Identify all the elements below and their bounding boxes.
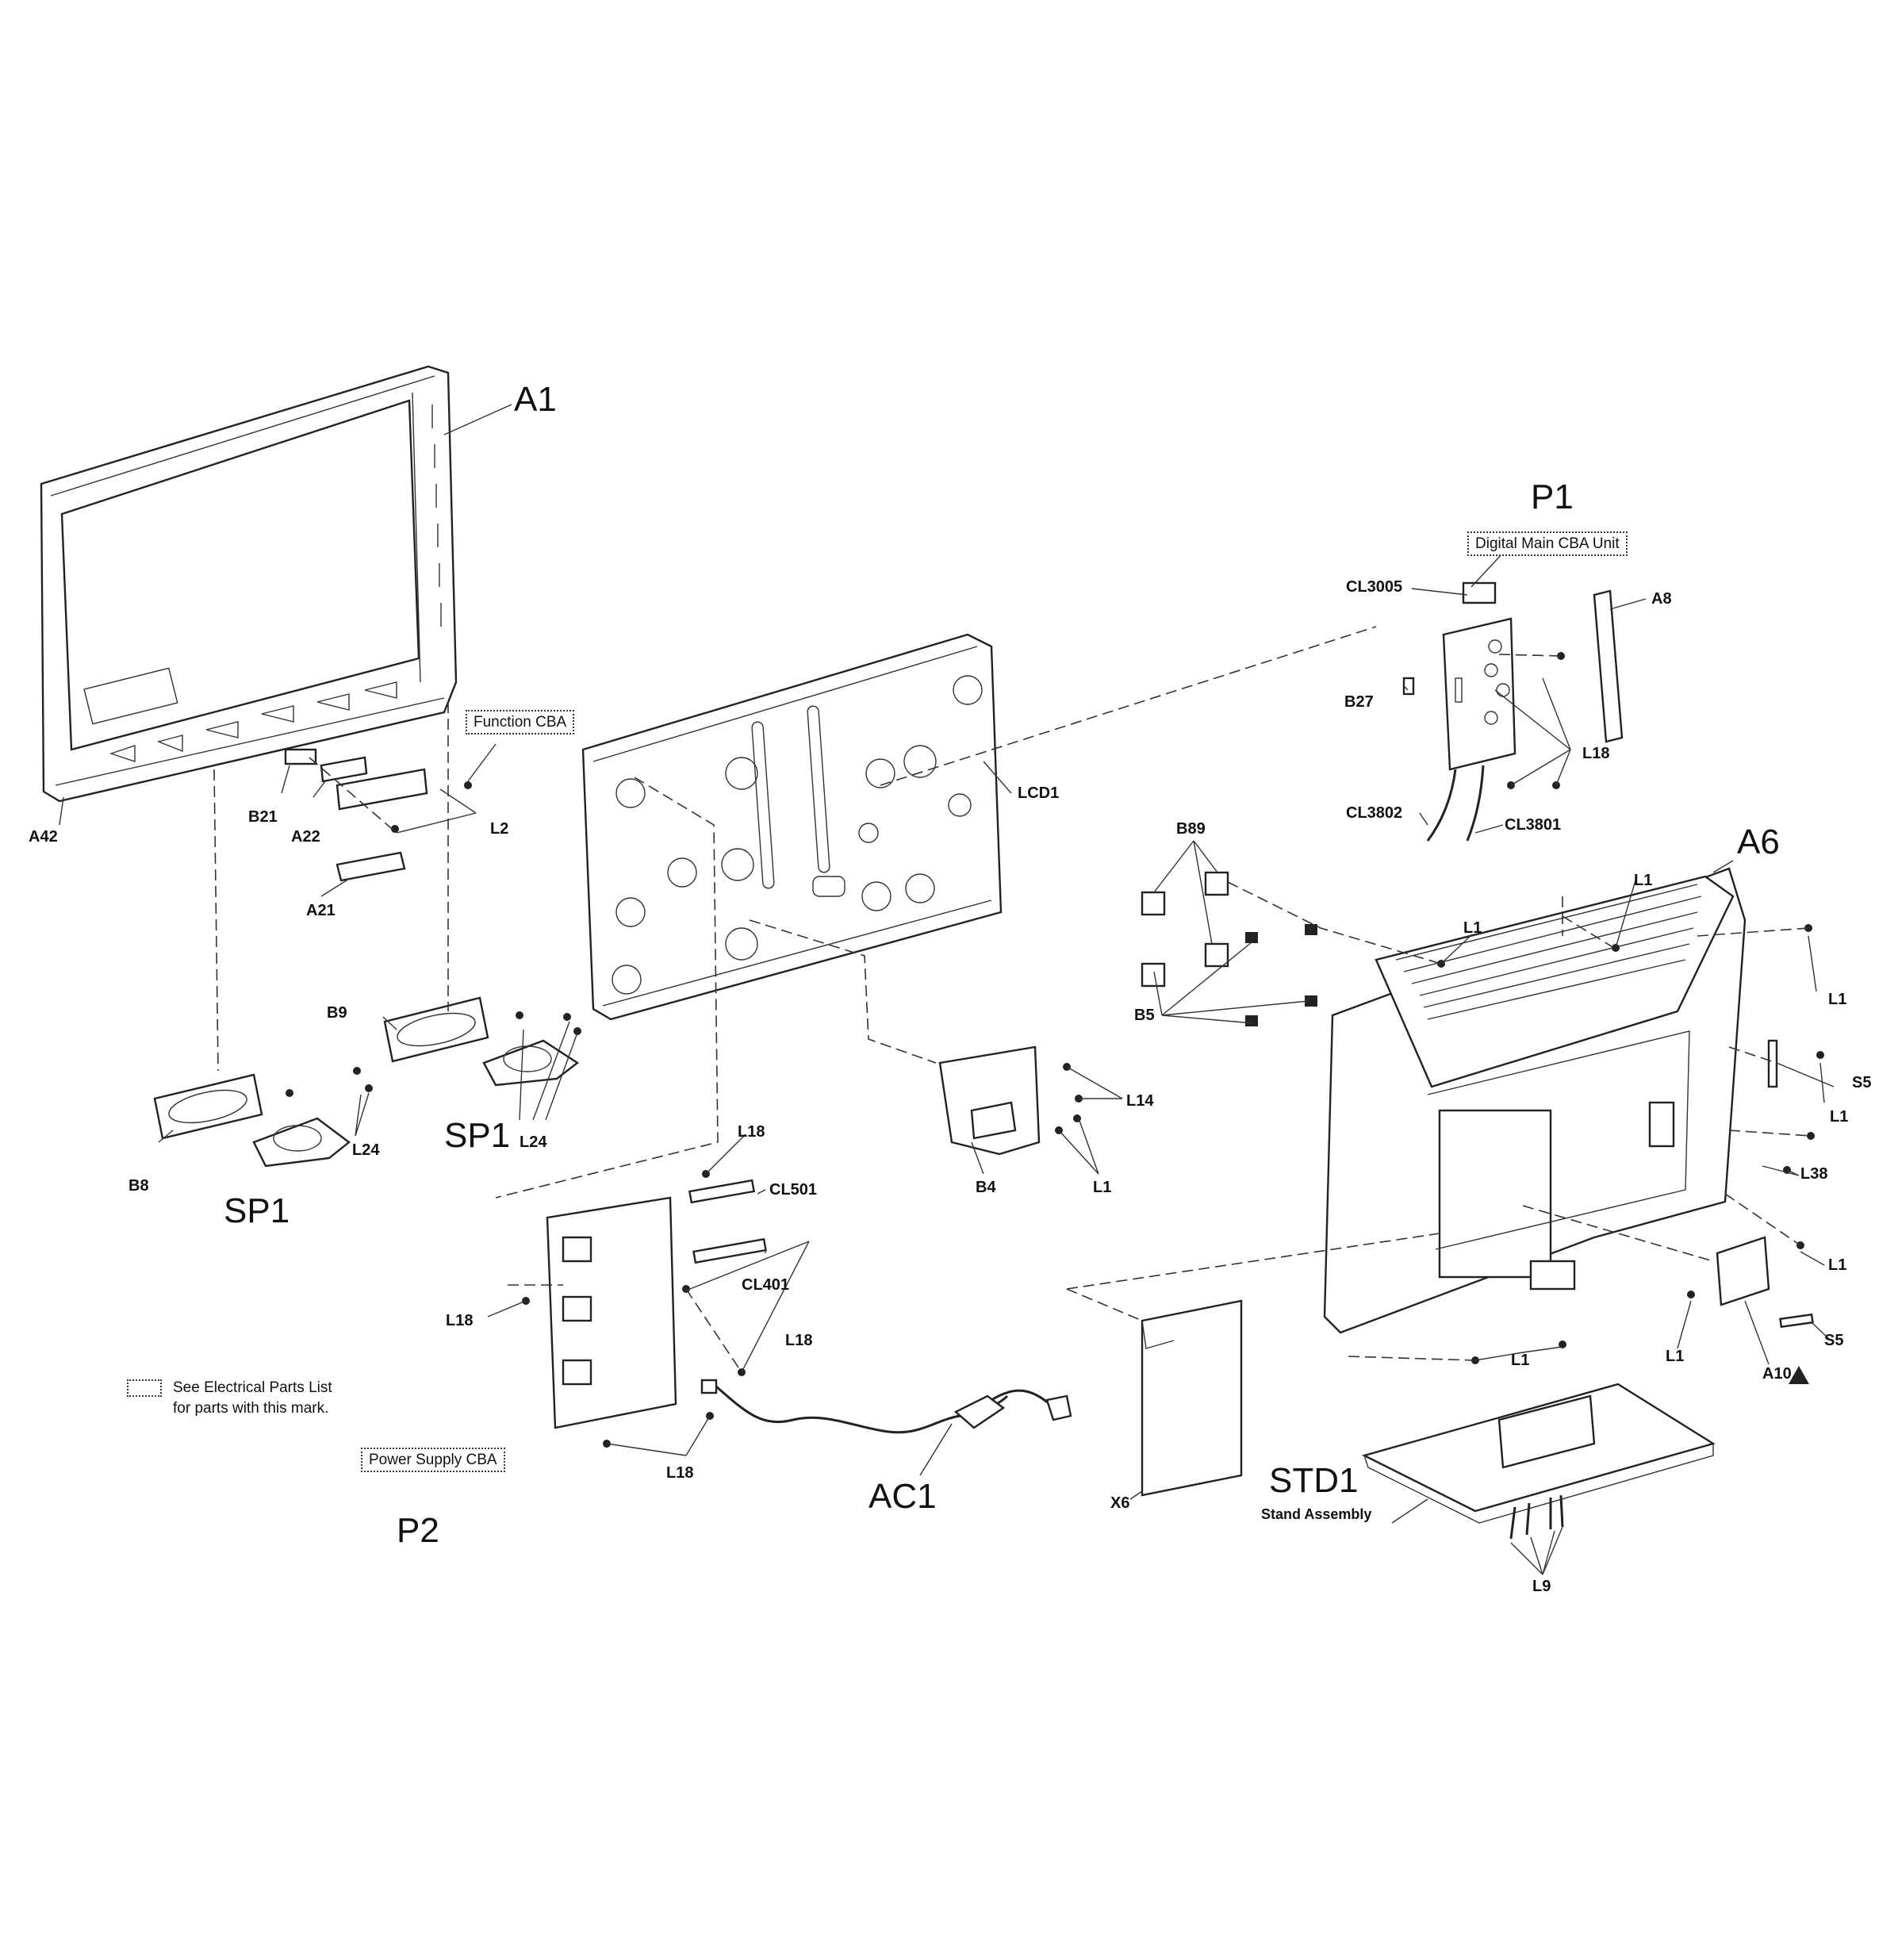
label-l9: L9 — [1532, 1578, 1551, 1595]
label-l1-g: L1 — [1511, 1352, 1530, 1369]
label-power-supply-cba: Power Supply CBA — [361, 1448, 505, 1472]
label-p1: P1 — [1531, 478, 1574, 516]
label-std1: STD1 — [1269, 1461, 1359, 1500]
label-cl3802: CL3802 — [1346, 804, 1403, 822]
lcd-panel — [581, 633, 1003, 1021]
dotted-box-swatch — [127, 1379, 162, 1397]
label-l18-mid: L18 — [785, 1332, 813, 1349]
label-stand-assembly: Stand Assembly — [1261, 1506, 1372, 1522]
label-l1-f: L1 — [1666, 1348, 1685, 1365]
speaker-b8 — [153, 1067, 373, 1168]
label-digital-main-cba: Digital Main CBA Unit — [1467, 531, 1628, 556]
label-x6: X6 — [1110, 1494, 1130, 1512]
label-cl3801: CL3801 — [1505, 816, 1562, 834]
note-line-1: See Electrical Parts List — [173, 1379, 332, 1396]
label-b5: B5 — [1134, 1007, 1155, 1024]
label-l18-p1: L18 — [1582, 745, 1610, 762]
label-l1-d: L1 — [1830, 1108, 1849, 1126]
label-l38: L38 — [1800, 1165, 1828, 1183]
rear-cabinet-a6 — [1323, 867, 1824, 1364]
label-b9: B9 — [327, 1004, 347, 1022]
label-l18-left: L18 — [446, 1312, 474, 1329]
label-l2: L2 — [490, 820, 509, 838]
label-l1-c: L1 — [1828, 991, 1847, 1008]
label-a1: A1 — [514, 380, 557, 419]
label-cl401: CL401 — [742, 1276, 790, 1294]
stand-assembly — [1361, 1383, 1716, 1540]
label-a42: A42 — [29, 828, 58, 846]
label-sheet-x6 — [1141, 1299, 1243, 1497]
label-l1-b: L1 — [1463, 919, 1482, 937]
label-l18-bottom: L18 — [666, 1464, 694, 1482]
label-sp1-left: SP1 — [224, 1191, 290, 1230]
label-l18-top: L18 — [738, 1123, 765, 1141]
label-s5-bottom: S5 — [1824, 1332, 1844, 1349]
label-s5-top: S5 — [1852, 1074, 1872, 1091]
label-function-cba: Function CBA — [466, 710, 575, 735]
label-sp1-right: SP1 — [444, 1116, 511, 1155]
label-a10: A10 — [1762, 1365, 1792, 1383]
note-line-2: for parts with this mark. — [173, 1400, 329, 1417]
ac-cord — [700, 1379, 1072, 1434]
front-cabinet-a1 — [40, 365, 458, 803]
label-b21: B21 — [248, 808, 278, 826]
label-b4: B4 — [976, 1179, 996, 1196]
label-l24-left: L24 — [352, 1141, 380, 1159]
digital-main-board — [1402, 581, 1624, 842]
label-a6: A6 — [1737, 823, 1780, 861]
function-cba-parts — [284, 748, 472, 882]
electrical-parts-note: See Electrical Parts List for parts with… — [127, 1378, 332, 1419]
bracket-b4 — [938, 1045, 1083, 1156]
label-a21: A21 — [306, 902, 336, 919]
label-l1-e: L1 — [1828, 1256, 1847, 1274]
label-ac1: AC1 — [868, 1477, 937, 1516]
label-l14: L14 — [1126, 1092, 1154, 1110]
power-supply-board — [522, 1170, 767, 1448]
label-cl3005: CL3005 — [1346, 578, 1403, 596]
label-b8: B8 — [128, 1177, 149, 1195]
assembly-guide-lines — [213, 626, 1812, 1373]
label-a22: A22 — [291, 828, 320, 846]
label-a8: A8 — [1651, 590, 1672, 608]
label-lcd1: LCD1 — [1018, 784, 1060, 802]
label-l1-b4: L1 — [1093, 1179, 1112, 1196]
leader-lines — [59, 404, 1835, 1575]
label-l1-a: L1 — [1634, 872, 1653, 889]
label-l24-right: L24 — [520, 1133, 547, 1151]
speaker-b9 — [383, 996, 581, 1087]
label-b89: B89 — [1176, 820, 1206, 838]
b89-b5-parts — [1141, 871, 1317, 1026]
label-b27: B27 — [1344, 693, 1374, 711]
a10-s5-parts — [1716, 1039, 1814, 1384]
label-cl501: CL501 — [769, 1181, 818, 1199]
label-p2: P2 — [397, 1511, 439, 1550]
